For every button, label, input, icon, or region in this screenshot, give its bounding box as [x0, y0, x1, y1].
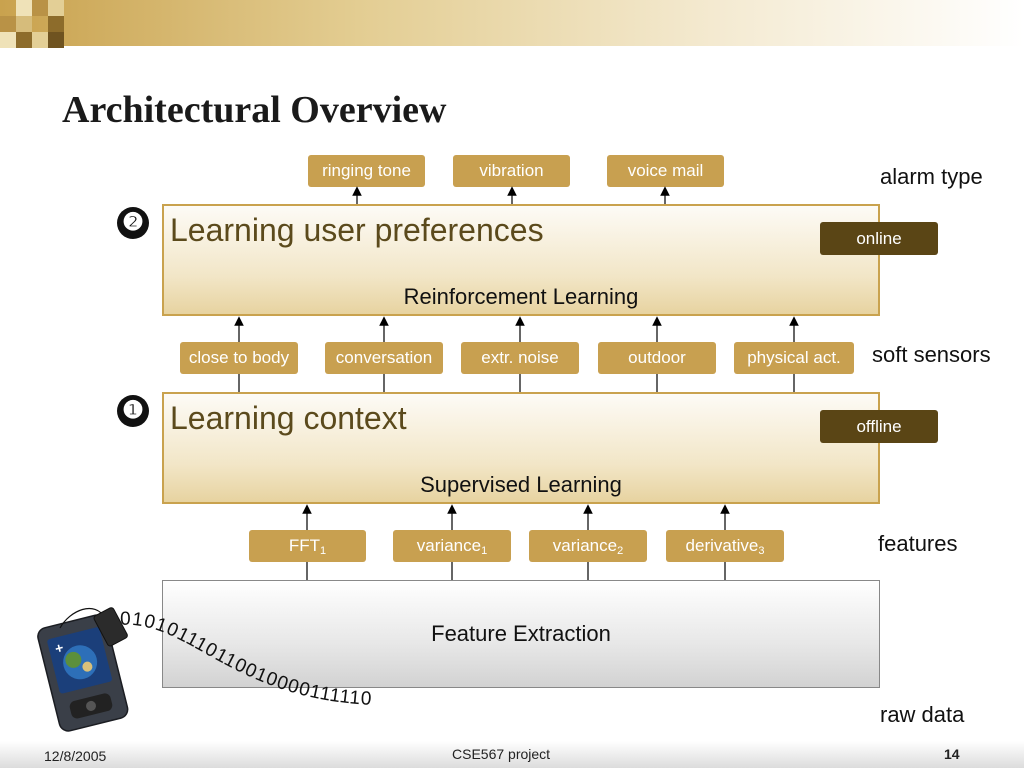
- sensor-extr-noise: extr. noise: [461, 342, 579, 374]
- panel-method: Supervised Learning: [420, 472, 622, 497]
- label-raw-data: raw data: [880, 702, 965, 727]
- mode-badge-offline: offline: [820, 410, 938, 443]
- footer-band: [0, 741, 1024, 768]
- feature-extraction-label: Feature Extraction: [431, 621, 611, 646]
- sensor-outdoor: outdoor: [598, 342, 716, 374]
- step-two-icon: ❷: [117, 207, 149, 239]
- label-features: features: [878, 531, 958, 556]
- label-alarm-type: alarm type: [880, 164, 983, 189]
- feature-fft: FFT1: [249, 530, 366, 562]
- arrows: [234, 186, 799, 580]
- output-ringing-tone: ringing tone: [308, 155, 425, 187]
- feature-variance-2: variance2: [529, 530, 647, 562]
- panel-heading: Learning user preferences: [170, 212, 544, 248]
- footer-project: CSE567 project: [452, 746, 551, 762]
- output-voice-mail: voice mail: [607, 155, 724, 187]
- page-number: 14: [944, 746, 960, 762]
- footer-date: 12/8/2005: [44, 748, 107, 764]
- sensor-conversation: conversation: [325, 342, 443, 374]
- panel-method: Reinforcement Learning: [403, 284, 639, 309]
- learning-context-panel: Learning context Supervised Learning: [162, 392, 880, 504]
- feature-variance-1: variance1: [393, 530, 511, 562]
- slide-title: Architectural Overview: [62, 89, 447, 131]
- feature-derivative-3: derivative3: [666, 530, 784, 562]
- panel-heading: Learning context: [170, 400, 407, 436]
- learning-user-preferences-panel: Learning user preferences Reinforcement …: [162, 204, 880, 316]
- feature-extraction-panel: Feature Extraction: [162, 580, 880, 688]
- mode-badge-online: online: [820, 222, 938, 255]
- step-one-icon: ❶: [117, 395, 149, 427]
- sensor-close-to-body: close to body: [180, 342, 298, 374]
- output-vibration: vibration: [453, 155, 570, 187]
- binary-stream-text: 0101011101100100001111100: [0, 0, 372, 710]
- binary-stream: 0101011101100100001111100: [0, 0, 373, 710]
- header-band-gap: [0, 46, 1024, 62]
- svg-text:+: +: [53, 639, 65, 657]
- sensor-dongle-icon: [93, 607, 128, 647]
- sensor-physical-act: physical act.: [734, 342, 854, 374]
- pda-device-icon: +: [37, 614, 129, 732]
- label-soft-sensors: soft sensors: [872, 342, 991, 367]
